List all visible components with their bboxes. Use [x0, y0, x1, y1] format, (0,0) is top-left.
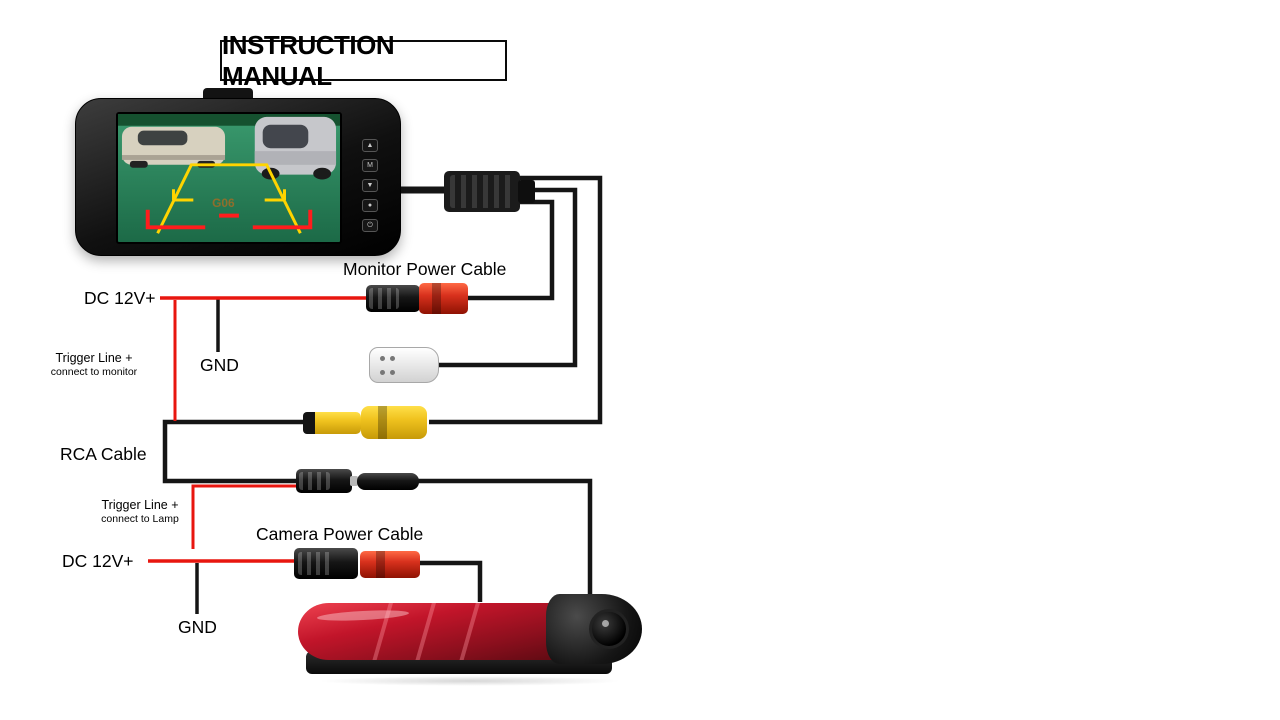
monitor-button-power: ⏻ — [362, 219, 378, 232]
wire-camera-power — [418, 560, 483, 602]
rca-band — [378, 406, 388, 439]
camera-video-jack-female — [357, 473, 419, 490]
wire-avin-to-monitor — [438, 187, 578, 368]
trigger-lamp-line2: connect to Lamp — [101, 513, 179, 525]
lens-highlight — [316, 608, 410, 623]
trigger-monitor-line1: Trigger Line + — [55, 351, 133, 365]
trigger-lamp-line1: Trigger Line + — [101, 498, 179, 512]
wire-power-to-monitor — [468, 199, 555, 301]
parking-guide-yellow — [156, 163, 302, 234]
camera-pod — [546, 594, 642, 664]
plug-ridges — [297, 551, 334, 576]
monitor-button-up: ▲ — [362, 139, 378, 152]
connector-nose — [518, 180, 535, 203]
wire-trigger-lamp — [191, 484, 298, 549]
title-box: INSTRUCTION MANUAL — [220, 30, 507, 91]
lens-glint — [602, 620, 609, 627]
camera-power-plug-red — [360, 551, 420, 578]
plug-band — [375, 551, 385, 578]
mirror-monitor: G06 ▲ M ▼ ● ⏻ — [75, 98, 401, 256]
pin-hole — [390, 370, 395, 375]
label-rca-cable: RCA Cable — [60, 444, 147, 464]
camera-view-image: G06 — [118, 114, 340, 242]
wire-rca-left-run — [162, 419, 305, 484]
screen-model-label: G06 — [212, 196, 235, 210]
label-camera-power-cable: Camera Power Cable — [256, 524, 424, 544]
connector-ridges — [450, 175, 514, 208]
label-trigger-monitor: Trigger Line + connect to monitor — [40, 351, 148, 378]
screen-horizon — [118, 114, 340, 126]
power-icon: ⏻ — [367, 222, 373, 229]
monitor-button-menu: M — [362, 159, 378, 172]
screen-car-left — [121, 126, 226, 168]
pin-hole — [390, 356, 395, 361]
plug-tip — [350, 476, 358, 486]
monitor-button-column: ▲ M ▼ ● ⏻ — [362, 139, 378, 232]
rca-jack-female-yellow — [361, 406, 427, 439]
plug-band — [431, 283, 441, 314]
label-gnd-monitor: GND — [200, 355, 239, 375]
rca-collar — [303, 412, 315, 434]
pin-hole — [380, 370, 385, 375]
parking-guide-red — [145, 209, 313, 230]
wire-video-to-monitor — [429, 175, 603, 425]
monitor-screen: G06 — [116, 112, 342, 244]
camera-power-plug-black — [294, 548, 358, 579]
plug-ridges — [299, 471, 331, 491]
label-gnd-camera: GND — [178, 617, 217, 637]
label-trigger-lamp: Trigger Line + connect to Lamp — [90, 498, 190, 525]
pin-hole — [380, 356, 385, 361]
monitor-power-plug-red — [419, 283, 468, 314]
label-dc12v-monitor: DC 12V+ — [84, 288, 156, 308]
monitor-harness-connector — [444, 171, 535, 212]
select-icon: ● — [367, 202, 373, 209]
lens-streak — [412, 603, 438, 660]
up-arrow-icon: ▲ — [366, 142, 374, 149]
down-arrow-icon: ▼ — [366, 182, 374, 189]
monitor-button-select: ● — [362, 199, 378, 212]
menu-icon: M — [367, 162, 373, 169]
monitor-button-down: ▼ — [362, 179, 378, 192]
rca-plug-male-yellow — [303, 412, 361, 434]
trigger-monitor-line2: connect to monitor — [50, 366, 138, 378]
brake-light-lens — [298, 603, 570, 660]
lens-streak — [456, 603, 481, 660]
screen-car-right — [254, 116, 337, 180]
camera-shadow — [318, 676, 622, 686]
monitor-power-plug-black — [366, 285, 420, 312]
wire-camera-video — [418, 478, 593, 606]
label-monitor-power-cable: Monitor Power Cable — [343, 259, 507, 279]
page-title: INSTRUCTION MANUAL — [222, 29, 395, 91]
label-dc12v-camera: DC 12V+ — [62, 551, 134, 571]
camera-lens-icon — [589, 609, 629, 649]
plug-ridges — [369, 288, 399, 309]
camera-video-plug-male — [296, 469, 358, 493]
av-connector-white — [369, 347, 439, 383]
